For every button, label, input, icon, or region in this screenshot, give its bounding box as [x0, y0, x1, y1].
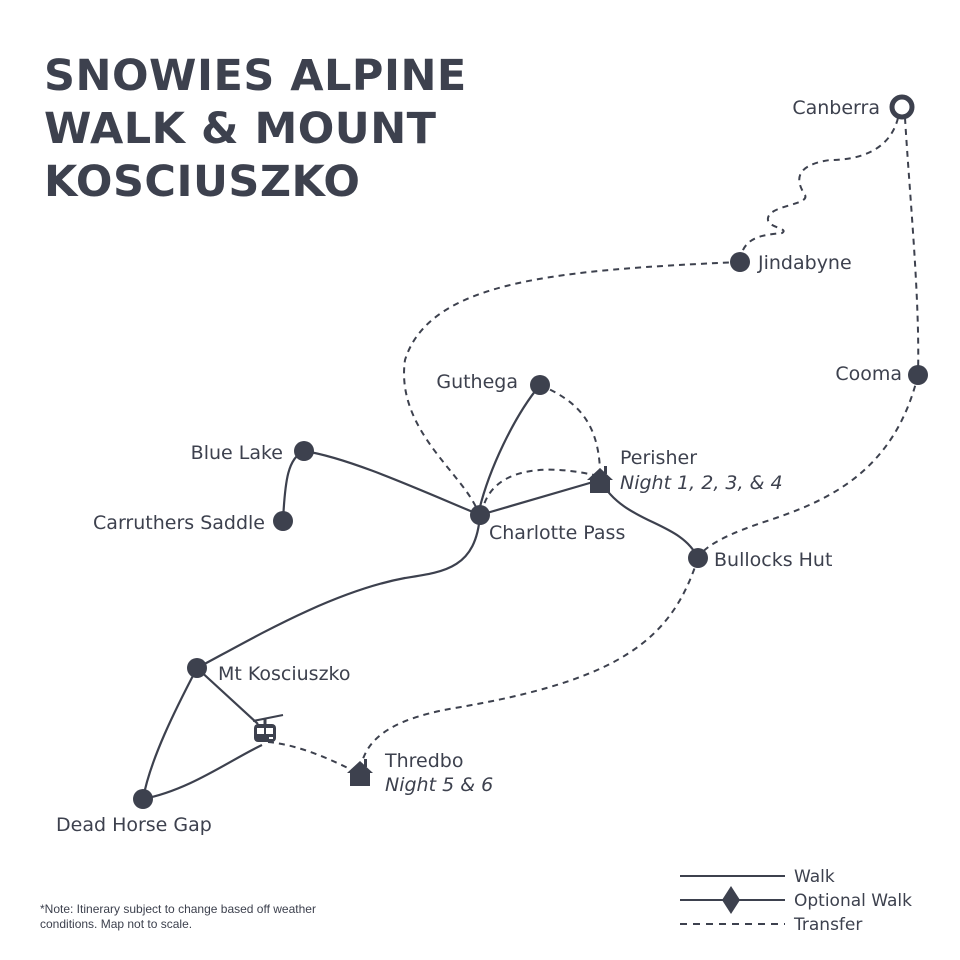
title-line-2: WALK & MOUNT [44, 104, 437, 154]
legend-diamond-icon [722, 886, 740, 914]
transfer-bullocks-hut-thredbo [359, 557, 699, 771]
walk-carruthers-blue-lake [281, 449, 305, 522]
perisher-house-icon [587, 466, 613, 493]
legend: Walk Optional Walk Transfer [680, 867, 912, 935]
mt-kosciuszko-marker [187, 658, 207, 678]
label-perisher: Perisher [620, 447, 697, 469]
label-thredbo-nights: Night 5 & 6 [385, 774, 493, 796]
label-bullocks-hut: Bullocks Hut [714, 549, 832, 571]
label-carruthers-saddle: Carruthers Saddle [93, 512, 265, 534]
walk-mt-kosciuszko-dead-horse-gap [141, 667, 198, 800]
label-jindabyne: Jindabyne [757, 252, 852, 274]
carruthers-saddle-marker [273, 511, 293, 531]
jindabyne-marker [730, 252, 750, 272]
walk-charlotte-pass-perisher [479, 478, 601, 517]
label-mt-kosciuszko: Mt Kosciuszko [218, 663, 351, 685]
transfer-perisher-charlotte-pass [481, 468, 599, 513]
charlotte-pass-marker [470, 505, 490, 525]
label-blue-lake: Blue Lake [191, 442, 283, 464]
walk-charlotte-pass-mt-kosciuszko [196, 514, 482, 669]
walk-perisher-bullocks-hut [599, 479, 699, 559]
gondola-icon [252, 714, 284, 742]
label-dead-horse-gap: Dead Horse Gap [56, 814, 212, 836]
blue-lake-marker [294, 441, 314, 461]
title-line-3: KOSCIUSZKO [44, 157, 361, 207]
cooma-marker [908, 365, 928, 385]
label-perisher-nights: Night 1, 2, 3, & 4 [620, 472, 783, 494]
label-cooma: Cooma [835, 363, 902, 385]
legend-optional-walk-label: Optional Walk [794, 891, 912, 911]
bullocks-hut-marker [688, 548, 708, 568]
canberra-marker [889, 94, 915, 120]
walk-charlotte-pass-guthega [476, 384, 541, 516]
transfer-jindabyne-charlotte-pass [403, 261, 741, 513]
disclaimer-note: *Note: Itinerary subject to change based… [40, 902, 316, 932]
walk-dead-horse-gap-gondola [142, 744, 263, 801]
label-guthega: Guthega [436, 371, 518, 393]
transfer-guthega-perisher [539, 384, 601, 471]
note-line-2: conditions. Map not to scale. [40, 917, 193, 931]
label-thredbo: Thredbo [384, 750, 463, 772]
label-charlotte-pass: Charlotte Pass [489, 522, 625, 544]
dead-horse-gap-marker [133, 789, 153, 809]
label-canberra: Canberra [792, 97, 880, 119]
thredbo-house-icon [347, 759, 373, 786]
transfer-cooma-bullocks-hut [697, 374, 919, 559]
title-line-1: SNOWIES ALPINE [44, 51, 467, 101]
legend-transfer-label: Transfer [793, 915, 862, 935]
walk-mt-kosciuszko-gondola [196, 667, 259, 725]
transfer-canberra-jindabyne [739, 117, 899, 263]
map-title: SNOWIES ALPINE WALK & MOUNT KOSCIUSZKO [44, 50, 467, 209]
note-line-1: *Note: Itinerary subject to change based… [40, 902, 316, 916]
legend-walk-label: Walk [794, 867, 835, 887]
transfer-canberra-cooma [904, 117, 920, 376]
walk-blue-lake-charlotte-pass [303, 449, 481, 517]
guthega-marker [530, 375, 550, 395]
transfer-gondola-thredbo [267, 741, 357, 773]
